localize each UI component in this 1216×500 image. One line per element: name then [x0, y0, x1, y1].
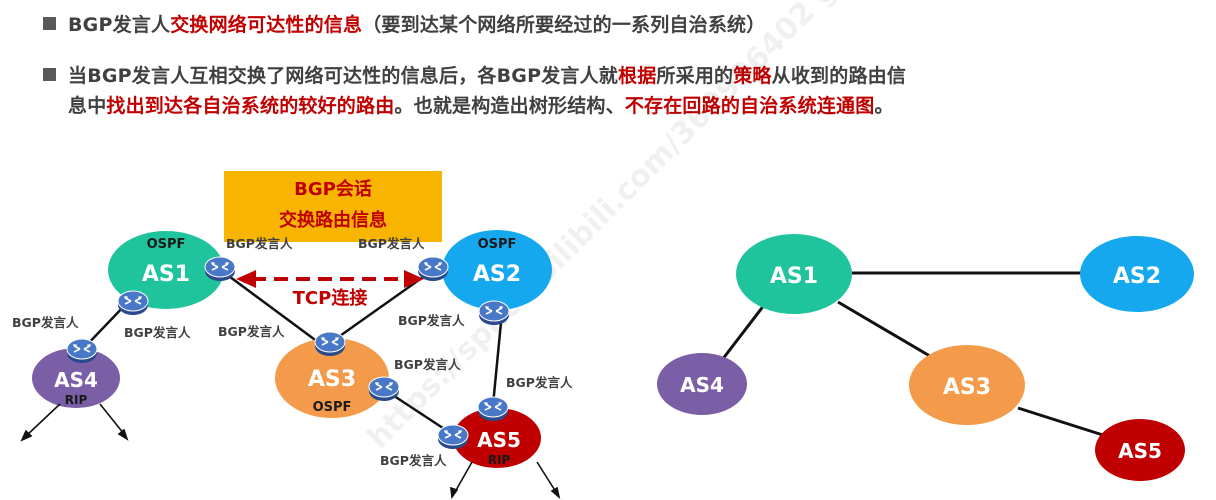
- as3-node[interactable]: [275, 338, 389, 418]
- router-as4[interactable]: [66, 338, 98, 364]
- graph-as1-label: AS1: [770, 264, 818, 289]
- router-as2-west[interactable]: [417, 256, 449, 282]
- speaker-label-as2-south: BGP发言人: [398, 313, 465, 328]
- bullet-2-seg-0: 当BGP发言人互相交换了网络可达性的信息后，各BGP发言人就: [68, 65, 619, 87]
- router-as5-north[interactable]: [477, 396, 509, 422]
- bgp-session-box: [224, 171, 442, 242]
- bullet-1-seg-1: 交换网络可达性的信息: [170, 14, 363, 36]
- as5-node[interactable]: [453, 408, 541, 468]
- router-as1-south[interactable]: [117, 290, 149, 316]
- speaker-label-as1: BGP发言人: [226, 236, 293, 251]
- watermark: https://space.bilibili.com/360996402 gao…: [361, 0, 1216, 456]
- graph-as4-node[interactable]: [657, 353, 747, 415]
- router-as3-north[interactable]: [314, 331, 346, 357]
- bullet-2-seg-1: 根据: [618, 65, 657, 87]
- bullet-2-line2-seg-3: 不存在回路的自治系统连通图: [624, 95, 875, 117]
- graph-as5-node[interactable]: [1095, 419, 1185, 481]
- speaker-label-as5-north: BGP发言人: [506, 375, 573, 390]
- as1-label: AS1: [142, 262, 190, 287]
- graph-edges: [720, 271, 1107, 438]
- bullet-marker-2: [43, 68, 56, 81]
- bullet-1-seg-0: BGP发言人: [68, 14, 171, 36]
- router-as1-east[interactable]: [204, 256, 236, 282]
- graph-as2-node[interactable]: [1080, 236, 1194, 312]
- bullet-2-line2-seg-4: 。: [874, 95, 894, 117]
- tcp-arrow-left: [236, 270, 256, 288]
- bullet-text-2-line-2: 息中找出到达各自治系统的较好的路由。也就是构造出树形结构、不存在回路的自治系统连…: [68, 91, 894, 118]
- speaker-label-as3-east: BGP发言人: [394, 357, 461, 372]
- session-line-2: 交换路由信息: [279, 209, 387, 231]
- as2-node[interactable]: [442, 230, 552, 310]
- as3-label: AS3: [308, 367, 356, 392]
- as4-protocol: RIP: [65, 393, 88, 407]
- tcp-arrow-right: [404, 270, 424, 288]
- bullet-2-seg-2: 所采用的: [656, 65, 734, 87]
- session-line-1: BGP会话: [294, 178, 372, 200]
- speaker-label-as5-west: BGP发言人: [380, 453, 447, 468]
- graph-as2-label: AS2: [1113, 264, 1161, 289]
- bullet-text-1: BGP发言人交换网络可达性的信息（要到达某个网络所要经过的一系列自治系统）: [68, 10, 765, 37]
- bullet-2-seg-4: 从收到的路由信: [771, 65, 907, 87]
- graph-as4-label: AS4: [680, 373, 724, 397]
- speaker-label-as1-south: BGP发言人: [124, 325, 191, 340]
- graph-as3-label: AS3: [943, 375, 991, 400]
- bullet-2-line2-seg-0: 息中: [68, 95, 107, 117]
- as1-node[interactable]: [108, 231, 224, 309]
- outgoing-arrows: [20, 403, 561, 500]
- tcp-label: TCP连接: [293, 287, 368, 309]
- router-as3-east[interactable]: [368, 376, 400, 402]
- router-as2-south[interactable]: [478, 300, 510, 326]
- speaker-label-as3: BGP发言人: [218, 324, 285, 339]
- graph-as5-label: AS5: [1118, 439, 1162, 463]
- as4-label: AS4: [54, 368, 98, 392]
- router-as5-west[interactable]: [437, 424, 469, 450]
- speaker-label-as2: BGP发言人: [358, 236, 425, 251]
- as5-protocol: RIP: [488, 453, 511, 467]
- bullet-1-seg-2: （要到达某个网络所要经过的一系列自治系统）: [362, 14, 766, 36]
- bullet-2-seg-3: 策略: [733, 65, 772, 87]
- as1-protocol: OSPF: [147, 237, 186, 252]
- as2-protocol: OSPF: [478, 237, 517, 252]
- as4-node[interactable]: [32, 348, 120, 408]
- as3-protocol: OSPF: [313, 400, 352, 415]
- speaker-label-as4: BGP发言人: [12, 315, 79, 330]
- graph-as3-node[interactable]: [909, 345, 1025, 425]
- bullet-marker-1: [43, 17, 56, 30]
- bullet-text-2-line-1: 当BGP发言人互相交换了网络可达性的信息后，各BGP发言人就根据所采用的策略从收…: [68, 61, 906, 88]
- bullet-2-line2-seg-1: 找出到达各自治系统的较好的路由: [106, 95, 395, 117]
- as2-label: AS2: [473, 262, 521, 287]
- as5-label: AS5: [477, 428, 521, 452]
- graph-as1-node[interactable]: [736, 234, 852, 314]
- bullet-2-line2-seg-2: 。也就是构造出树形结构、: [394, 95, 625, 117]
